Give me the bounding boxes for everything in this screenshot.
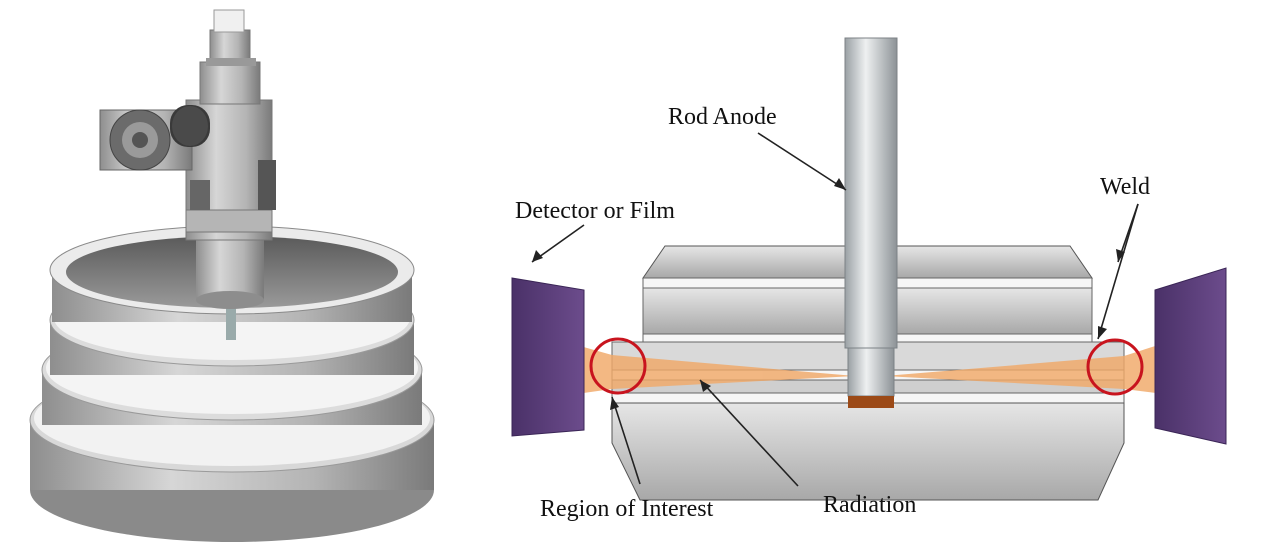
probe-tip	[226, 300, 236, 340]
machine-illustration	[29, 9, 435, 542]
label-region-of-interest: Region of Interest	[540, 496, 714, 522]
leader-lines	[531, 132, 1139, 487]
radiation-beam	[548, 333, 1196, 398]
label-detector: Detector or Film	[515, 198, 675, 224]
roi-circle-right	[1086, 338, 1144, 396]
roi-circle-left	[589, 337, 647, 395]
detector-left	[511, 277, 585, 437]
anode-tip	[848, 396, 894, 408]
side-motor	[99, 105, 210, 171]
cross-section-schematic: Rod Anode Weld Detector or Film Region o…	[511, 37, 1227, 522]
disc-stack	[29, 225, 435, 542]
housing	[185, 9, 276, 309]
bottom-block	[611, 402, 1125, 501]
label-radiation: Radiation	[823, 492, 916, 518]
rod-anode	[844, 37, 898, 408]
detector-right	[1154, 267, 1227, 445]
label-rod-anode: Rod Anode	[668, 104, 777, 130]
label-weld: Weld	[1100, 174, 1150, 200]
arrow-heads	[532, 178, 1125, 410]
